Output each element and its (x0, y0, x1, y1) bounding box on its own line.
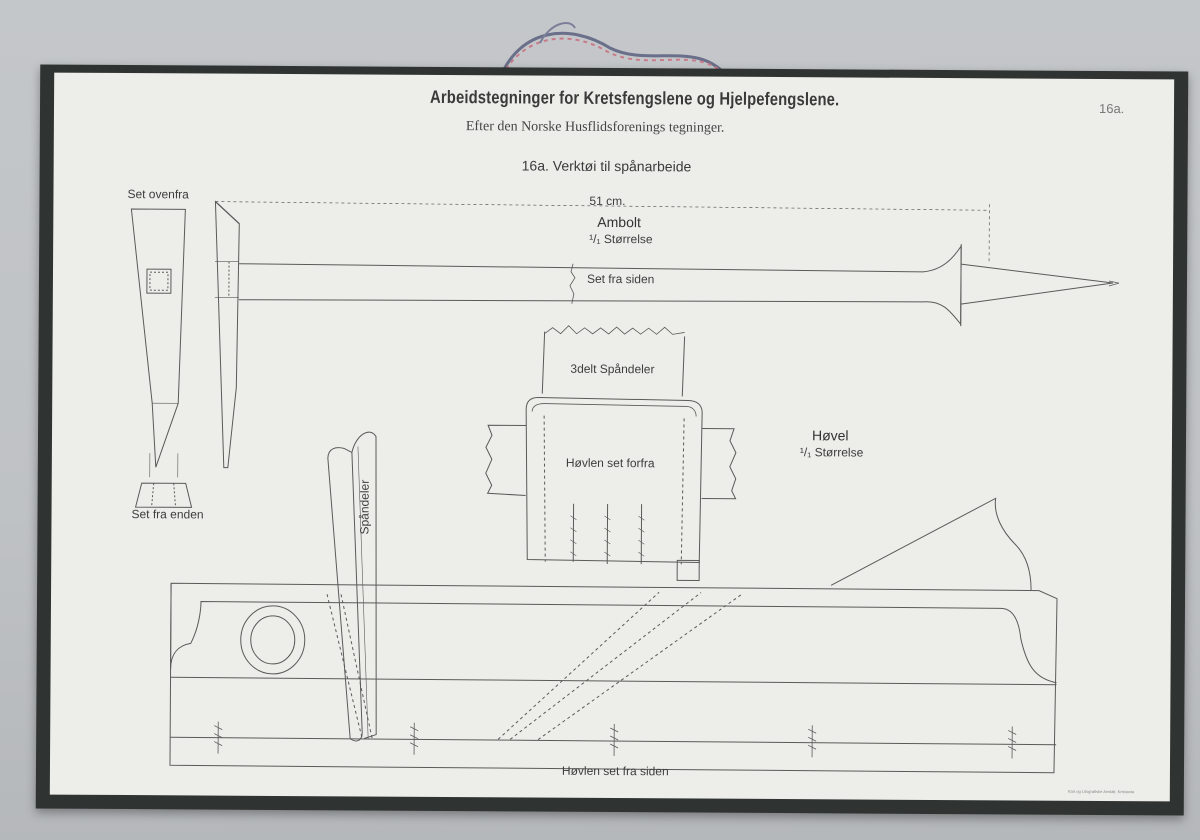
label-ambolt: Ambolt (597, 213, 641, 231)
label-hovlen-siden: Høvlen set fra siden (561, 763, 669, 779)
hovel-side-view (169, 497, 1058, 774)
ambolt-side-view (214, 200, 1120, 469)
hovel-front-view (485, 397, 737, 582)
spandeler-blade (327, 431, 377, 742)
label-spandeler: Spåndeler (357, 479, 372, 535)
printer-credit: Kart og Litografiske Anstalt, Kristiania (1067, 788, 1135, 795)
label-hovlen-forfra: Høvlen set forfra (565, 455, 655, 471)
label-set-ovenfra: Set ovenfra (127, 187, 189, 202)
label-tredelt-spandeler: 3delt Spåndeler (570, 361, 655, 377)
label-set-fra-enden: Set fra enden (131, 507, 204, 522)
label-ambolt-scale: ¹/₁ Størrelse (589, 231, 653, 247)
drawing-lines (130, 200, 1120, 774)
label-dimension: 51 cm. (589, 193, 626, 209)
tredelt-spandeler (541, 325, 686, 397)
label-set-fra-siden: Set fra siden (586, 271, 655, 287)
ambolt-top-view (130, 208, 193, 508)
label-hovel-scale: ¹/₁ Størrelse (799, 445, 864, 460)
label-hovel: Høvel (811, 427, 849, 444)
technical-drawing: Arbeidstegninger for Kretsfengslene og H… (50, 73, 1174, 802)
